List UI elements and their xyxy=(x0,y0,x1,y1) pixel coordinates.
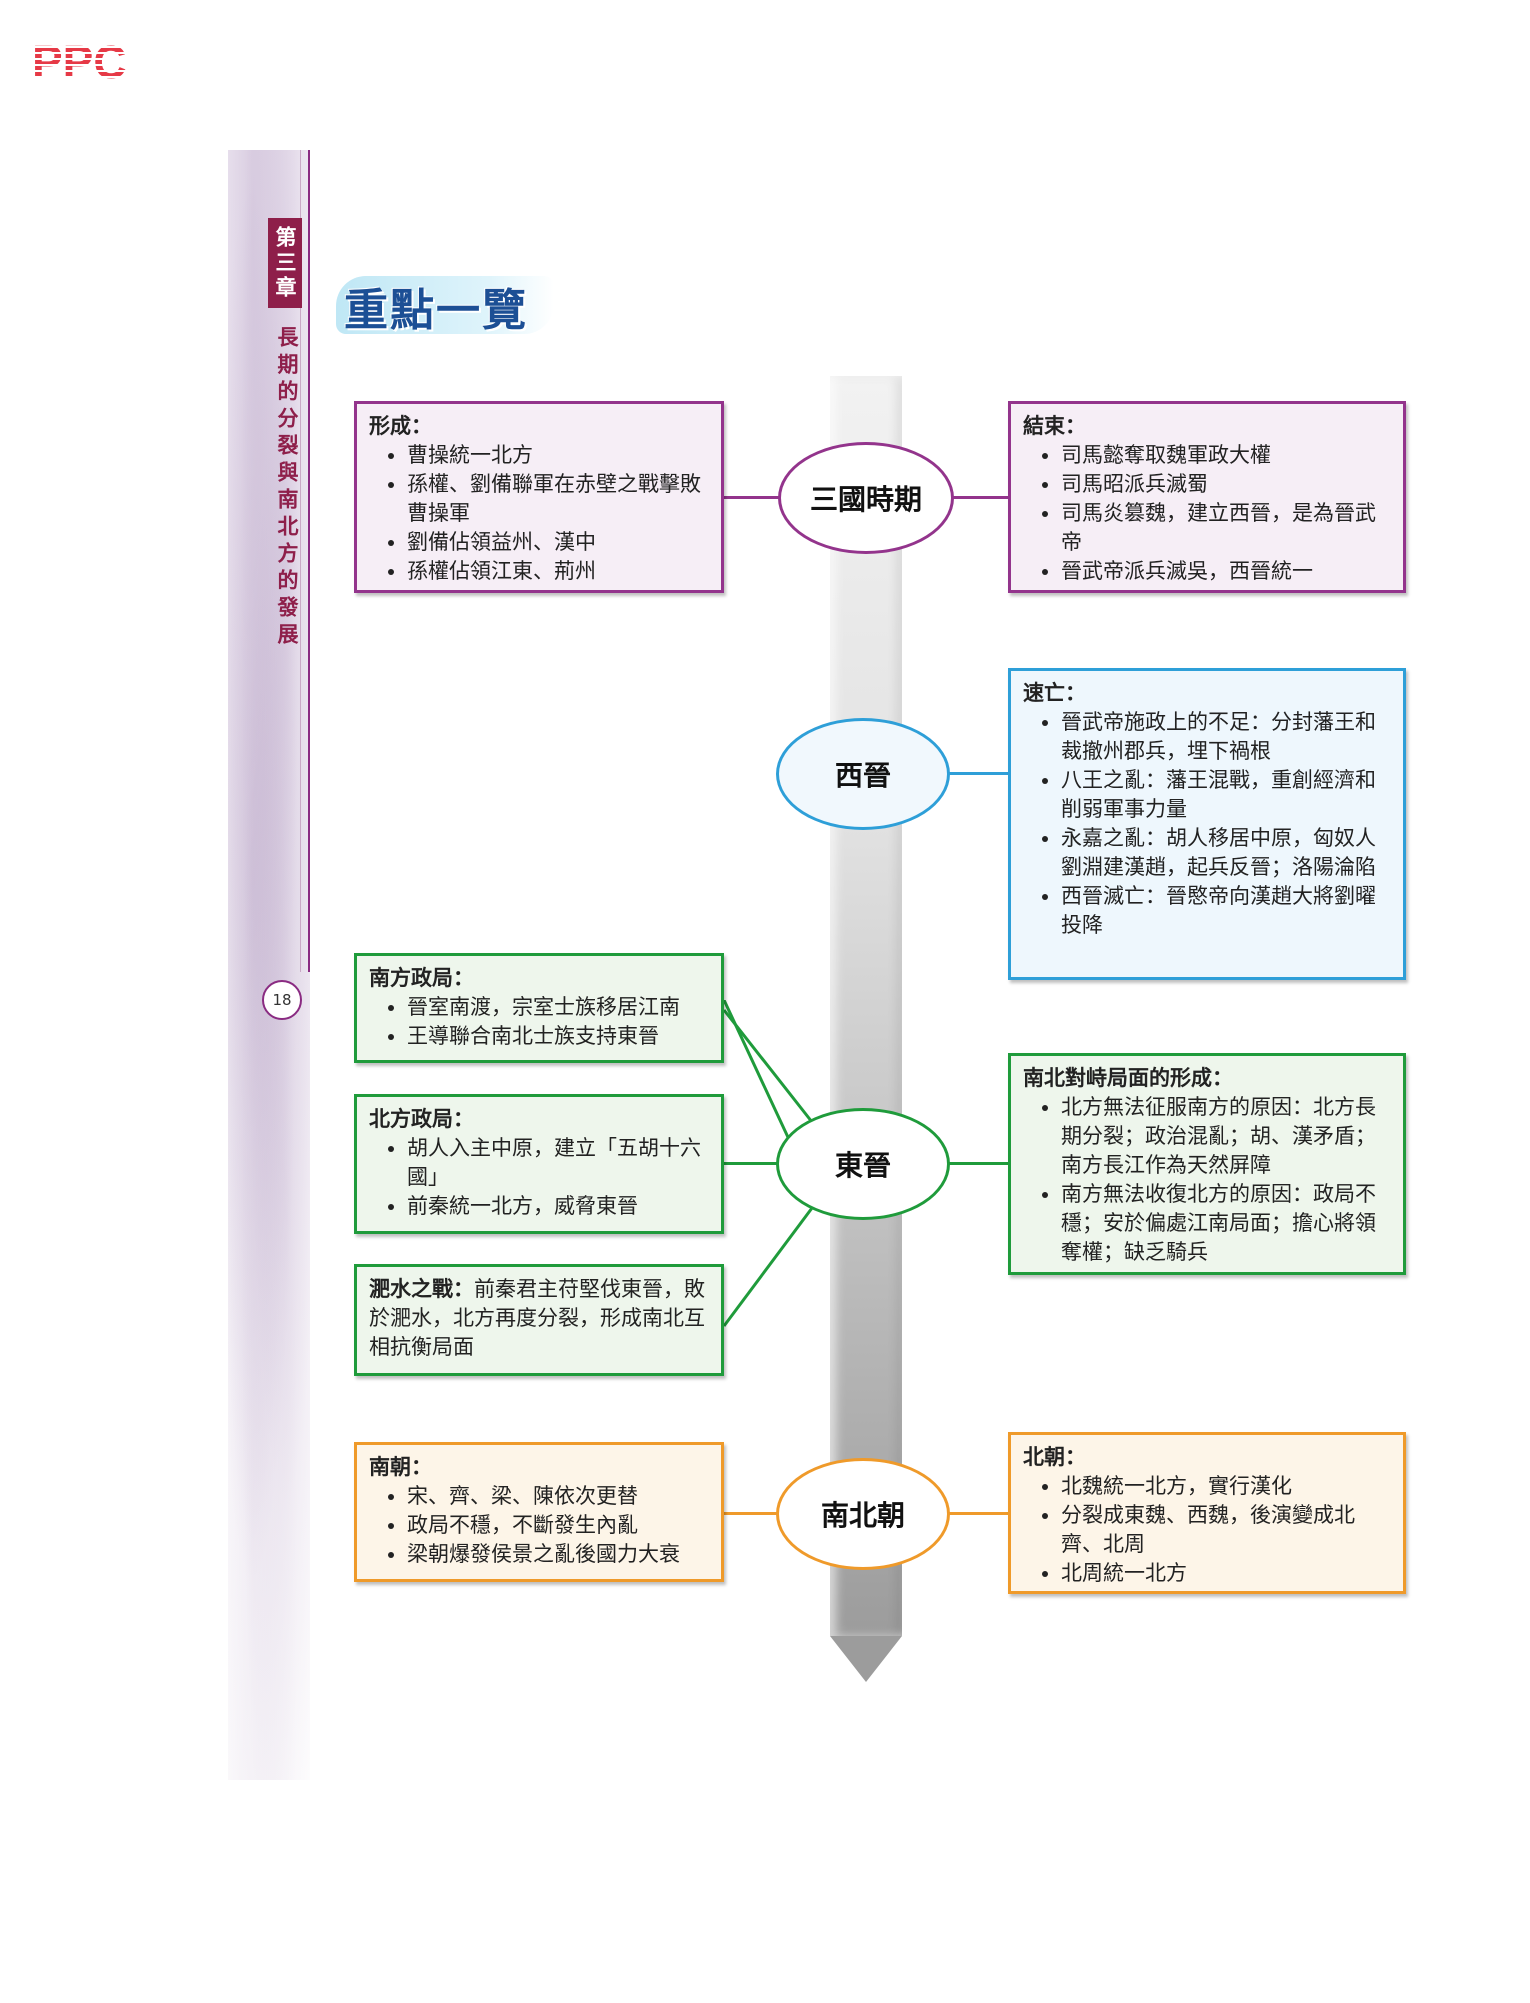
list-item: 曹操統一北方 xyxy=(407,441,709,470)
bullet-list: 胡人入主中原，建立「五胡十六國」 前秦統一北方，威脅東晉 xyxy=(369,1134,709,1221)
western-jin-collapse-box: 速亡： 晉武帝施政上的不足：分封藩王和裁撤州郡兵，埋下禍根 八王之亂：藩王混戰，… xyxy=(1008,668,1406,980)
list-item: 胡人入主中原，建立「五胡十六國」 xyxy=(407,1134,709,1192)
connector-western-jin-right xyxy=(948,772,1008,775)
connector-three-kingdoms-right xyxy=(952,496,1008,499)
timeline-arrow-tip xyxy=(830,1636,902,1682)
bullet-list: 宋、齊、梁、陳依次更替 政局不穩，不斷發生內亂 梁朝爆發侯景之亂後國力大衰 xyxy=(369,1482,709,1569)
three-kingdoms-end-box: 結束： 司馬懿奪取魏軍政大權 司馬昭派兵滅蜀 司馬炎篡魏，建立西晉，是為晉武帝 … xyxy=(1008,401,1406,593)
box-text: 前秦君主苻堅伐東晉，敗於淝水，北方再度分裂，形成南北互相抗衡局面 xyxy=(369,1277,705,1359)
heading-banner xyxy=(336,276,554,334)
connector-eastern-jin-right xyxy=(948,1162,1008,1165)
bullet-list: 晉武帝施政上的不足：分封藩王和裁撤州郡兵，埋下禍根 八王之亂：藩王混戰，重創經濟… xyxy=(1023,708,1391,940)
chapter-number: 第三章 xyxy=(268,218,302,308)
connector-southern-dynasties xyxy=(724,1512,780,1515)
period-eastern-jin: 東晉 xyxy=(776,1108,950,1220)
connector-three-kingdoms-left xyxy=(724,496,780,499)
list-item: 前秦統一北方，威脅東晉 xyxy=(407,1192,709,1221)
sidebar-divider-light xyxy=(300,150,301,972)
list-item: 晉室南渡，宗室士族移居江南 xyxy=(407,993,709,1022)
list-item: 司馬昭派兵滅蜀 xyxy=(1061,470,1391,499)
list-item: 孫權、劉備聯軍在赤壁之戰擊敗曹操軍 xyxy=(407,470,709,528)
south-politics-box: 南方政局： 晉室南渡，宗室士族移居江南 王導聯合南北士族支持東晉 xyxy=(354,953,724,1063)
list-item: 八王之亂：藩王混戰，重創經濟和削弱軍事力量 xyxy=(1061,766,1391,824)
box-title: 南方政局： xyxy=(369,966,474,990)
period-northern-southern-dynasties: 南北朝 xyxy=(776,1458,950,1570)
three-kingdoms-formation-box: 形成： 曹操統一北方 孫權、劉備聯軍在赤壁之戰擊敗曹操軍 劉備佔領益州、漢中 孫… xyxy=(354,401,724,593)
southern-dynasties-box: 南朝： 宋、齊、梁、陳依次更替 政局不穩，不斷發生內亂 梁朝爆發侯景之亂後國力大… xyxy=(354,1442,724,1582)
logo-text: PPC xyxy=(32,36,127,86)
period-western-jin: 西晉 xyxy=(776,718,950,830)
connector-feishui-battle xyxy=(722,1207,814,1327)
bullet-list: 曹操統一北方 孫權、劉備聯軍在赤壁之戰擊敗曹操軍 劉備佔領益州、漢中 孫權佔領江… xyxy=(369,441,709,586)
list-item: 晉武帝施政上的不足：分封藩王和裁撤州郡兵，埋下禍根 xyxy=(1061,708,1391,766)
list-item: 北魏統一北方，實行漢化 xyxy=(1061,1472,1391,1501)
list-item: 北方無法征服南方的原因：北方長期分裂；政治混亂；胡、漢矛盾；南方長江作為天然屏障 xyxy=(1061,1093,1391,1180)
box-title: 淝水之戰： xyxy=(369,1277,474,1301)
list-item: 永嘉之亂：胡人移居中原，匈奴人劉淵建漢趙，起兵反晉；洛陽淪陷 xyxy=(1061,824,1391,882)
list-item: 晉武帝派兵滅吳，西晉統一 xyxy=(1061,557,1391,586)
connector-north-politics-line xyxy=(724,1162,780,1165)
sidebar-divider xyxy=(308,150,310,972)
bullet-list: 北魏統一北方，實行漢化 分裂成東魏、西魏，後演變成北齊、北周 北周統一北方 xyxy=(1023,1472,1391,1588)
box-title: 北朝： xyxy=(1023,1445,1086,1469)
box-title: 形成： xyxy=(369,414,432,438)
box-title: 南朝： xyxy=(369,1455,432,1479)
section-heading: 重點一覽 xyxy=(344,285,528,336)
bullet-list: 北方無法征服南方的原因：北方長期分裂；政治混亂；胡、漢矛盾；南方長江作為天然屏障… xyxy=(1023,1093,1391,1267)
feishui-battle-box: 淝水之戰：前秦君主苻堅伐東晉，敗於淝水，北方再度分裂，形成南北互相抗衡局面 xyxy=(354,1264,724,1376)
decorative-cloud-strip xyxy=(228,150,310,1780)
north-politics-box: 北方政局： 胡人入主中原，建立「五胡十六國」 前秦統一北方，威脅東晉 xyxy=(354,1094,724,1234)
timeline-spine xyxy=(830,376,902,1636)
list-item: 政局不穩，不斷發生內亂 xyxy=(407,1511,709,1540)
list-item: 司馬懿奪取魏軍政大權 xyxy=(1061,441,1391,470)
box-title: 速亡： xyxy=(1023,681,1086,705)
list-item: 南方無法收復北方的原因：政局不穩；安於偏處江南局面；擔心將領奪權；缺乏騎兵 xyxy=(1061,1180,1391,1267)
bullet-list: 晉室南渡，宗室士族移居江南 王導聯合南北士族支持東晉 xyxy=(369,993,709,1051)
ppc-logo: PPC xyxy=(32,36,127,86)
list-item: 王導聯合南北士族支持東晉 xyxy=(407,1022,709,1051)
list-item: 梁朝爆發侯景之亂後國力大衰 xyxy=(407,1540,709,1569)
list-item: 司馬炎篡魏，建立西晉，是為晉武帝 xyxy=(1061,499,1391,557)
box-title: 北方政局： xyxy=(369,1107,474,1131)
bullet-list: 司馬懿奪取魏軍政大權 司馬昭派兵滅蜀 司馬炎篡魏，建立西晉，是為晉武帝 晉武帝派… xyxy=(1023,441,1391,586)
list-item: 分裂成東魏、西魏，後演變成北齊、北周 xyxy=(1061,1501,1391,1559)
box-title: 結束： xyxy=(1023,414,1086,438)
period-three-kingdoms: 三國時期 xyxy=(778,442,954,554)
list-item: 西晉滅亡：晉愍帝向漢趙大將劉曜投降 xyxy=(1061,882,1391,940)
chapter-title: 長期的分裂與南北方的發展 xyxy=(275,326,299,650)
box-title: 南北對峙局面的形成： xyxy=(1023,1066,1233,1090)
north-south-standoff-box: 南北對峙局面的形成： 北方無法征服南方的原因：北方長期分裂；政治混亂；胡、漢矛盾… xyxy=(1008,1053,1406,1275)
connector-northern-dynasties xyxy=(948,1512,1008,1515)
list-item: 宋、齊、梁、陳依次更替 xyxy=(407,1482,709,1511)
northern-dynasties-box: 北朝： 北魏統一北方，實行漢化 分裂成東魏、西魏，後演變成北齊、北周 北周統一北… xyxy=(1008,1432,1406,1594)
page-number: 18 xyxy=(262,980,302,1020)
list-item: 北周統一北方 xyxy=(1061,1559,1391,1588)
list-item: 劉備佔領益州、漢中 xyxy=(407,528,709,557)
list-item: 孫權佔領江東、荊州 xyxy=(407,557,709,586)
